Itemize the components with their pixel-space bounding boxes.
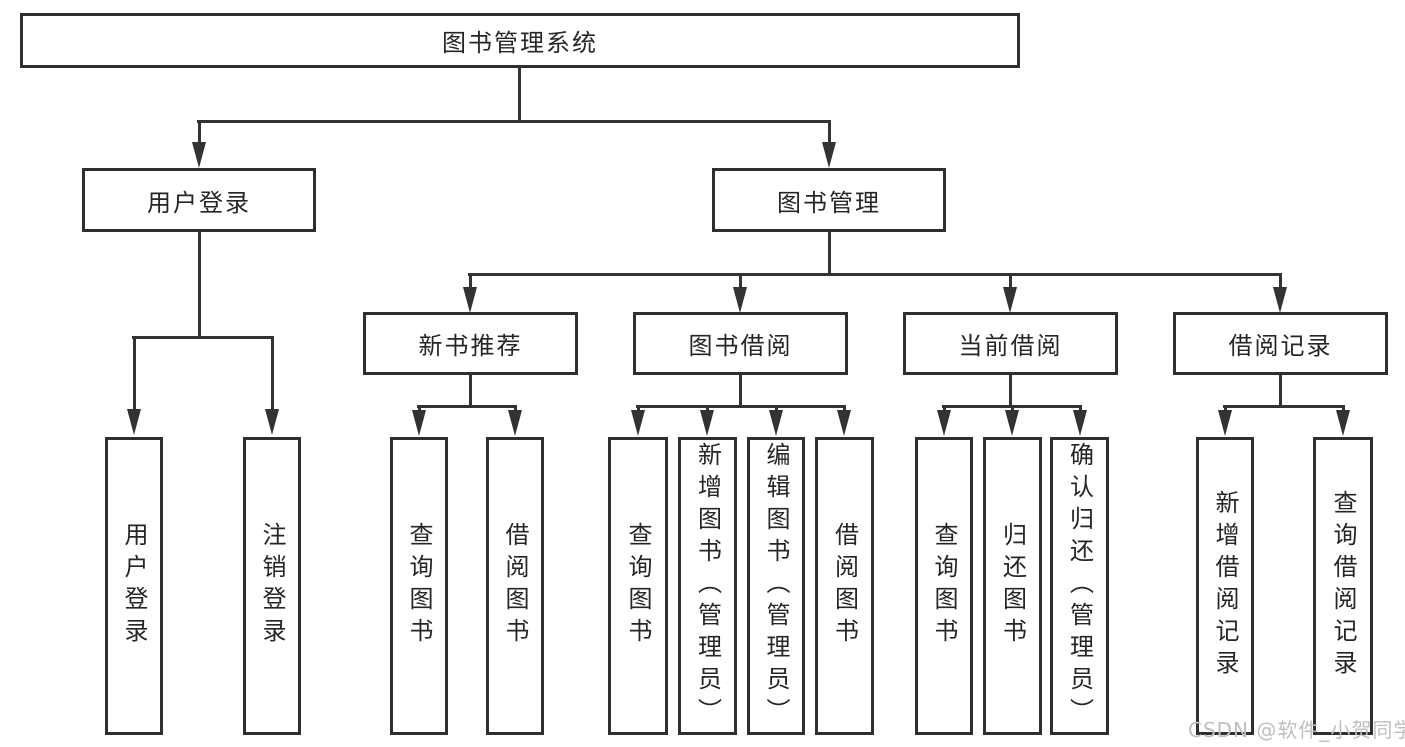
leaf-query-book-recommend: 查询图书 bbox=[390, 437, 448, 735]
node-label: 用户登录 bbox=[147, 188, 251, 217]
connector-leaf-drop bbox=[637, 405, 640, 414]
arrowhead-book-mgmt-icon bbox=[822, 142, 836, 168]
leaf-borrow-book-recommend: 借阅图书 bbox=[486, 437, 544, 735]
node-label: 借阅记录 bbox=[1228, 332, 1333, 360]
connector-user-login-stem bbox=[198, 232, 201, 336]
arrowhead-leaf-icon bbox=[1073, 410, 1087, 436]
leaf-label: 用户登录 bbox=[120, 522, 148, 650]
leaf-logout: 注销登录 bbox=[243, 437, 301, 735]
connector-leaf-drop bbox=[1011, 405, 1014, 414]
arrowhead-leaf-icon bbox=[769, 410, 783, 436]
node-label: 图书管理系统 bbox=[442, 29, 598, 57]
arrowhead-book-borrow-icon bbox=[733, 287, 747, 313]
connector-group-stem bbox=[1009, 375, 1012, 406]
arrowhead-leaf-icon bbox=[127, 409, 141, 435]
node-label: 新书推荐 bbox=[418, 332, 523, 360]
leaf-user-login: 用户登录 bbox=[105, 437, 163, 735]
arrowhead-leaf-icon bbox=[700, 410, 714, 436]
leaf-label: 借阅图书 bbox=[501, 522, 529, 650]
arrowhead-leaf-icon bbox=[265, 409, 279, 435]
leaf-label: 查询图书 bbox=[405, 522, 433, 650]
connector-level3-drop bbox=[1009, 273, 1012, 291]
connector-group-stem bbox=[1279, 375, 1282, 406]
arrowhead-borrow-record-icon bbox=[1273, 287, 1287, 313]
leaf-label: 注销登录 bbox=[258, 522, 286, 650]
arrowhead-leaf-icon bbox=[508, 410, 522, 436]
arrowhead-new-book-icon bbox=[463, 287, 477, 313]
leaf-query-book-borrow: 查询图书 bbox=[608, 437, 668, 735]
leaf-label: 新增图书（管理员） bbox=[693, 442, 722, 730]
leaf-query-book-current: 查询图书 bbox=[915, 437, 973, 735]
connector-leaf-drop bbox=[133, 336, 136, 412]
node-user-login: 用户登录 bbox=[82, 168, 316, 232]
arrowhead-user-login-icon bbox=[192, 142, 206, 168]
leaf-return-book: 归还图书 bbox=[983, 437, 1042, 735]
connector-level1-hline bbox=[197, 120, 831, 123]
leaf-label: 查询图书 bbox=[930, 522, 958, 650]
connector-level3-drop bbox=[739, 273, 742, 291]
connector-leaf-drop bbox=[271, 336, 274, 412]
arrowhead-leaf-icon bbox=[412, 410, 426, 436]
leaf-query-borrow-record: 查询借阅记录 bbox=[1313, 437, 1373, 735]
arrowhead-leaf-icon bbox=[1005, 410, 1019, 436]
arrowhead-leaf-icon bbox=[1336, 410, 1350, 436]
leaf-borrow-book: 借阅图书 bbox=[815, 437, 874, 735]
arrowhead-leaf-icon bbox=[1218, 410, 1232, 436]
connector-leaf-drop bbox=[706, 405, 709, 414]
connector-book-mgmt-stem bbox=[828, 232, 831, 273]
connector-group-hline bbox=[417, 405, 517, 408]
leaf-add-borrow-record: 新增借阅记录 bbox=[1196, 437, 1254, 735]
connector-level3-hline bbox=[468, 273, 1282, 276]
leaf-add-book-admin: 新增图书（管理员） bbox=[678, 437, 737, 735]
node-book-management: 图书管理 bbox=[712, 168, 946, 232]
connector-group-hline bbox=[636, 405, 846, 408]
connector-book-mgmt-drop bbox=[828, 120, 831, 146]
leaf-label: 归还图书 bbox=[998, 522, 1027, 650]
connector-user-group-hline bbox=[132, 336, 274, 339]
leaf-label: 新增借阅记录 bbox=[1211, 490, 1239, 682]
node-label: 当前借阅 bbox=[958, 332, 1063, 360]
connector-leaf-drop bbox=[943, 405, 946, 414]
connector-level3-drop bbox=[469, 273, 472, 291]
connector-level3-drop bbox=[1279, 273, 1282, 291]
connector-user-login-drop bbox=[198, 120, 201, 146]
arrowhead-leaf-icon bbox=[937, 410, 951, 436]
leaf-label: 借阅图书 bbox=[830, 522, 859, 650]
connector-leaf-drop bbox=[1342, 405, 1345, 414]
leaf-label: 查询图书 bbox=[624, 522, 652, 650]
leaf-edit-book-admin: 编辑图书（管理员） bbox=[747, 437, 805, 735]
leaf-label: 查询借阅记录 bbox=[1329, 490, 1357, 682]
connector-leaf-drop bbox=[843, 405, 846, 414]
node-root-library-system: 图书管理系统 bbox=[20, 13, 1020, 68]
node-label: 图书管理 bbox=[777, 188, 881, 217]
connector-root-stem bbox=[518, 67, 521, 120]
watermark: CSDN @软件_小贺同学 bbox=[1188, 718, 1405, 742]
connector-leaf-drop bbox=[1079, 405, 1082, 414]
arrowhead-leaf-icon bbox=[631, 410, 645, 436]
node-new-book-recommend: 新书推荐 bbox=[363, 312, 578, 375]
node-borrow-record: 借阅记录 bbox=[1173, 312, 1388, 375]
leaf-label: 编辑图书（管理员） bbox=[762, 442, 790, 730]
arrowhead-current-borrow-icon bbox=[1003, 287, 1017, 313]
arrowhead-leaf-icon bbox=[837, 410, 851, 436]
node-current-borrow: 当前借阅 bbox=[903, 312, 1118, 375]
leaf-confirm-return-admin: 确认归还（管理员） bbox=[1050, 437, 1109, 735]
connector-leaf-drop bbox=[514, 405, 517, 414]
connector-leaf-drop bbox=[1224, 405, 1227, 414]
connector-leaf-drop bbox=[418, 405, 421, 414]
connector-leaf-drop bbox=[775, 405, 778, 414]
leaf-label: 确认归还（管理员） bbox=[1065, 442, 1094, 730]
connector-group-hline bbox=[1223, 405, 1345, 408]
connector-group-stem bbox=[469, 375, 472, 406]
node-book-borrow: 图书借阅 bbox=[633, 312, 848, 375]
connector-group-stem bbox=[739, 375, 742, 406]
node-label: 图书借阅 bbox=[688, 332, 793, 360]
